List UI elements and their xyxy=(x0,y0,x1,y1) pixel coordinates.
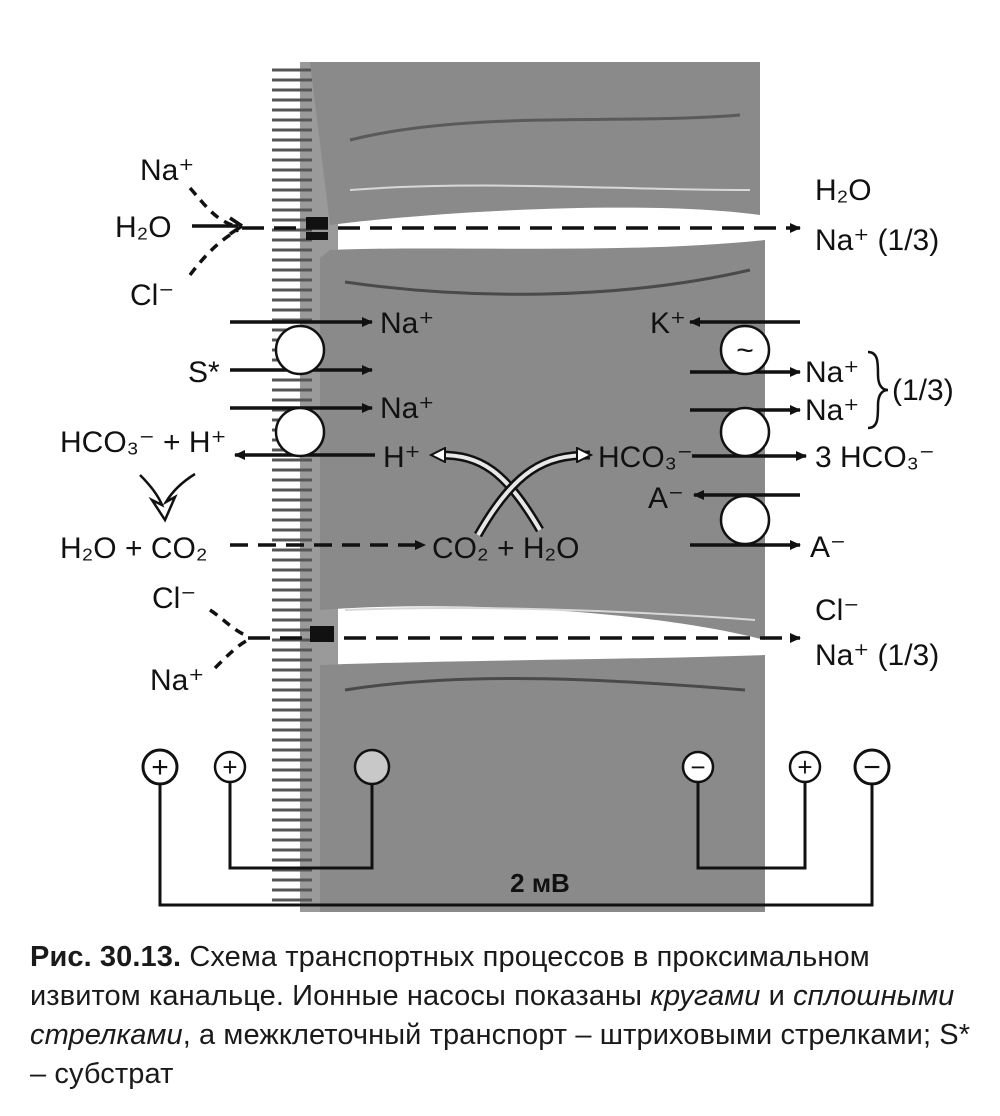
svg-text:−: − xyxy=(863,751,881,784)
svg-text:+: + xyxy=(797,752,812,782)
pump-na-h-exchanger xyxy=(274,406,326,458)
cell-middle xyxy=(320,240,765,640)
label-a-minus-2: A⁻ xyxy=(810,531,846,564)
label-na-top-left: Na⁺ xyxy=(140,154,194,187)
electrode-lumen-outer: + xyxy=(141,748,179,786)
svg-text:+: + xyxy=(151,751,169,784)
label-na-baso-2: Na⁺ xyxy=(805,394,859,427)
tight-junction-top xyxy=(306,217,328,227)
electrode-cell-left xyxy=(353,748,391,786)
caption-italic-1: кругами xyxy=(650,980,761,1012)
cell-top xyxy=(310,62,760,225)
caption-text-2: и xyxy=(760,980,794,1012)
label-h2o-co2-left: H₂O + CO₂ xyxy=(60,532,207,565)
label-na-bottom-right: Na⁺ (1/3) xyxy=(815,639,939,672)
paracellular-bottom xyxy=(209,608,801,670)
label-cl-top-left: Cl⁻ xyxy=(130,279,174,312)
apical-transport xyxy=(230,317,426,550)
pump-anion-exchanger xyxy=(719,494,771,546)
caption-text-1: Схема транспортных процессов в проксимал… xyxy=(30,941,870,1012)
brace xyxy=(867,350,889,430)
pump-tilde-label: ~ xyxy=(736,334,754,367)
label-na-baso-1: Na⁺ xyxy=(805,356,859,389)
label-three-hco3: 3 HCO₃⁻ xyxy=(815,441,935,474)
caption-text-3: , а межклеточный транспорт – штриховыми … xyxy=(30,1019,971,1090)
label-hco3-mid: HCO₃⁻ xyxy=(598,441,693,474)
electrode-blood-outer: − xyxy=(853,748,891,786)
electrode-cell-right: − xyxy=(681,750,715,784)
label-h-plus: H⁺ xyxy=(383,441,421,474)
label-h2o-top-right: H₂O xyxy=(815,174,872,207)
label-na-bottom-left: Na⁺ xyxy=(150,664,204,697)
label-co2-h2o-mid: CO₂ + H₂O xyxy=(432,532,579,565)
electrode-lumen-inner: + xyxy=(213,750,247,784)
voltage-label: 2 мВ xyxy=(510,868,570,898)
caption-italic-2: сплошными стрелками xyxy=(30,980,955,1051)
figure-number: Рис. 30.13. xyxy=(30,941,182,973)
pump-na-substrate xyxy=(274,324,326,376)
label-h2o-top-left: H₂O xyxy=(115,211,172,244)
label-k-plus: K⁺ xyxy=(650,307,686,340)
label-na-apical-1: Na⁺ xyxy=(380,307,434,340)
label-a-minus-1: A⁻ xyxy=(648,482,684,515)
cell-bottom xyxy=(320,655,765,912)
label-hco3-h-left: HCO₃⁻ + H⁺ xyxy=(60,426,226,459)
figure-caption: Рис. 30.13. Схема транспортных процессов… xyxy=(30,938,975,1094)
electrode-blood-inner: + xyxy=(788,750,822,784)
label-s-star: S* xyxy=(188,356,220,389)
transport-diagram: ~ Na⁺ H₂O Cl⁻ H₂O Na⁺ (1/3) Na⁺ S* Na⁺ H… xyxy=(60,62,954,912)
label-na-top-right: Na⁺ (1/3) xyxy=(815,224,939,257)
pump-na-hco3-cotransporter xyxy=(719,406,771,458)
label-fraction-one-third: (1/3) xyxy=(892,374,954,407)
svg-text:−: − xyxy=(690,752,705,782)
pump-na-k-atpase xyxy=(719,324,771,376)
intracellular-reaction xyxy=(432,455,590,538)
svg-text:+: + xyxy=(222,752,237,782)
tight-junction-top-2 xyxy=(306,232,328,240)
electrode-wiring xyxy=(158,783,874,907)
label-na-apical-2: Na⁺ xyxy=(380,392,434,425)
reaction-arrow-left xyxy=(139,472,196,523)
paracellular-top xyxy=(188,186,801,277)
label-cl-bottom-right: Cl⁻ xyxy=(815,594,859,627)
label-cl-bottom-left: Cl⁻ xyxy=(152,582,196,615)
